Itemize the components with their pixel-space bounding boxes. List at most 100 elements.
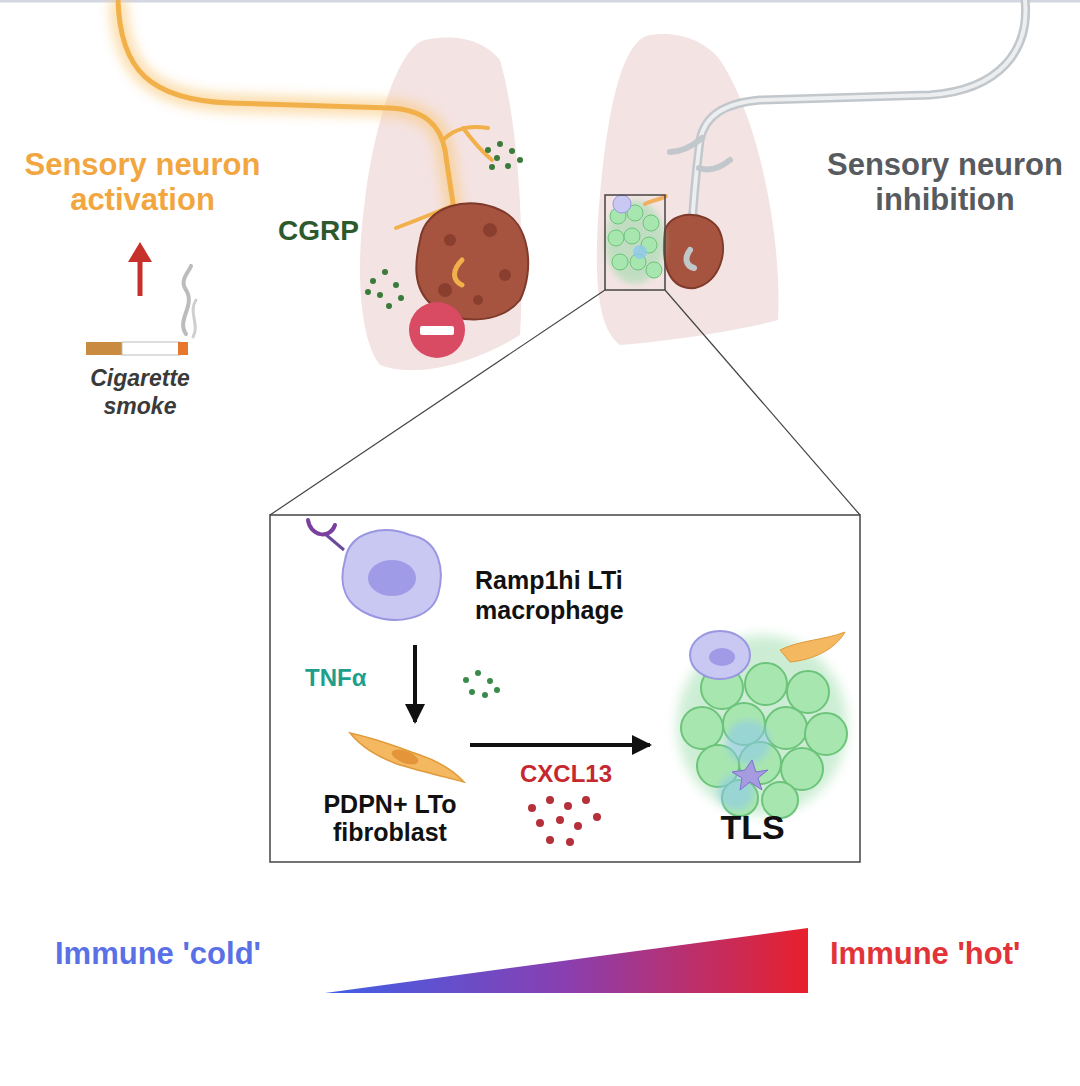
b-cell <box>681 707 723 749</box>
b-cell <box>765 707 807 749</box>
cxcl13-dot <box>574 822 582 830</box>
tnf-dot <box>475 670 481 676</box>
b-cell <box>745 663 787 705</box>
zoom-line <box>270 290 605 515</box>
scale-label: Immune 'cold' <box>55 936 315 971</box>
nerve-branch <box>670 138 702 152</box>
nerve-branch <box>699 160 730 170</box>
cgrp-dot <box>509 148 515 154</box>
zoom-line <box>665 290 860 515</box>
ramp1-receptor <box>308 520 335 534</box>
smoke <box>183 266 191 334</box>
heading-label: Sensory neuron inhibition <box>805 147 1080 217</box>
cxcl13-dot <box>582 796 590 804</box>
dendritic-cell <box>732 760 768 790</box>
node-label: Ramp1hi LTi macrophage <box>475 565 675 625</box>
b-cell <box>612 254 628 270</box>
tumor-texture <box>499 269 511 281</box>
cgrp-dot <box>370 278 376 284</box>
right-lung <box>597 34 779 345</box>
cigarette-filter <box>86 342 122 355</box>
cxcl13-dots <box>528 796 601 846</box>
nerve-glow <box>118 0 462 260</box>
stimulus-label: Cigarette smoke <box>75 364 205 420</box>
cgrp-dot <box>497 141 503 147</box>
cxcl13-dot <box>593 813 601 821</box>
cgrp-dot <box>393 282 399 288</box>
cgrp-dot <box>382 269 388 275</box>
cxcl13-dot <box>536 819 544 827</box>
macrophage <box>690 631 750 679</box>
zoom-box <box>605 195 665 290</box>
tls-cluster <box>677 631 847 818</box>
immune-gradient <box>325 928 808 993</box>
node-label: PDPN+ LTo fibroblast <box>310 790 470 846</box>
dendritic-cell <box>633 245 647 259</box>
fibroblast-nucleus <box>390 747 420 768</box>
cgrp-dot <box>377 292 383 298</box>
b-cell <box>805 713 847 755</box>
cgrp-dot <box>485 147 491 153</box>
cgrp-dot <box>494 155 500 161</box>
top-border <box>0 0 1080 3</box>
arrow-head <box>128 242 152 262</box>
b-cell <box>646 262 662 278</box>
inhibit-symbol <box>409 302 465 358</box>
cxcl13-dot <box>528 804 536 812</box>
cgrp-dot <box>489 164 495 170</box>
macrophage-node: Ramp1hi LTi macrophage <box>340 525 660 645</box>
dendritic-cell-glow <box>726 720 770 764</box>
cgrp-dot <box>398 295 404 301</box>
tumor <box>664 215 723 288</box>
cxcl13-dot <box>564 802 572 810</box>
tnf-dots <box>463 670 500 698</box>
arrow-connector <box>413 645 417 722</box>
tls-node: TLS <box>650 630 855 855</box>
node-label: TLS <box>650 808 855 846</box>
smoke <box>193 300 196 337</box>
b-cell <box>624 228 640 244</box>
cgrp-dot <box>505 163 511 169</box>
nerve-ending <box>687 250 694 268</box>
tnf-dot <box>494 687 500 693</box>
cgrp-dot <box>386 303 392 309</box>
macrophage-nucleus <box>709 648 735 666</box>
tnf-dot <box>463 677 469 683</box>
heading-label: Sensory neuron activation <box>0 147 285 217</box>
tls-glow <box>605 200 665 284</box>
minus-bar <box>420 326 454 335</box>
b-cell <box>608 230 624 246</box>
macrophage <box>613 195 631 213</box>
tumor-texture <box>444 234 456 246</box>
tumor-texture <box>483 223 497 237</box>
cxcl13-dot <box>546 836 554 844</box>
tumor <box>416 203 528 319</box>
cxcl13-dot <box>566 838 574 846</box>
nerve-ending <box>455 260 463 285</box>
b-cell <box>787 671 829 713</box>
edge-label: TNFα <box>305 664 366 692</box>
cigarette-tip <box>178 342 188 355</box>
tnf-dot <box>482 692 488 698</box>
cigarette-paper <box>122 342 180 355</box>
cxcl13-dot <box>556 816 564 824</box>
tnf-dot <box>469 689 475 695</box>
b-cell <box>643 215 659 231</box>
fibroblast <box>645 196 666 204</box>
nerve-branch <box>463 128 492 160</box>
macrophage-cell <box>342 530 440 620</box>
increase-arrow <box>138 258 143 296</box>
scale-label: Immune 'hot' <box>830 936 1070 971</box>
inset-frame <box>270 515 860 862</box>
cgrp-dot <box>517 157 523 163</box>
fibroblast-node: PDPN+ LTo fibroblast <box>310 722 470 847</box>
molecule-label: CGRP <box>278 215 398 247</box>
tumor-texture <box>438 283 452 297</box>
arrow-connector <box>470 743 650 747</box>
nerve-fiber <box>118 0 462 260</box>
fibroblast-cell <box>350 733 464 782</box>
tnf-dot <box>487 678 493 684</box>
